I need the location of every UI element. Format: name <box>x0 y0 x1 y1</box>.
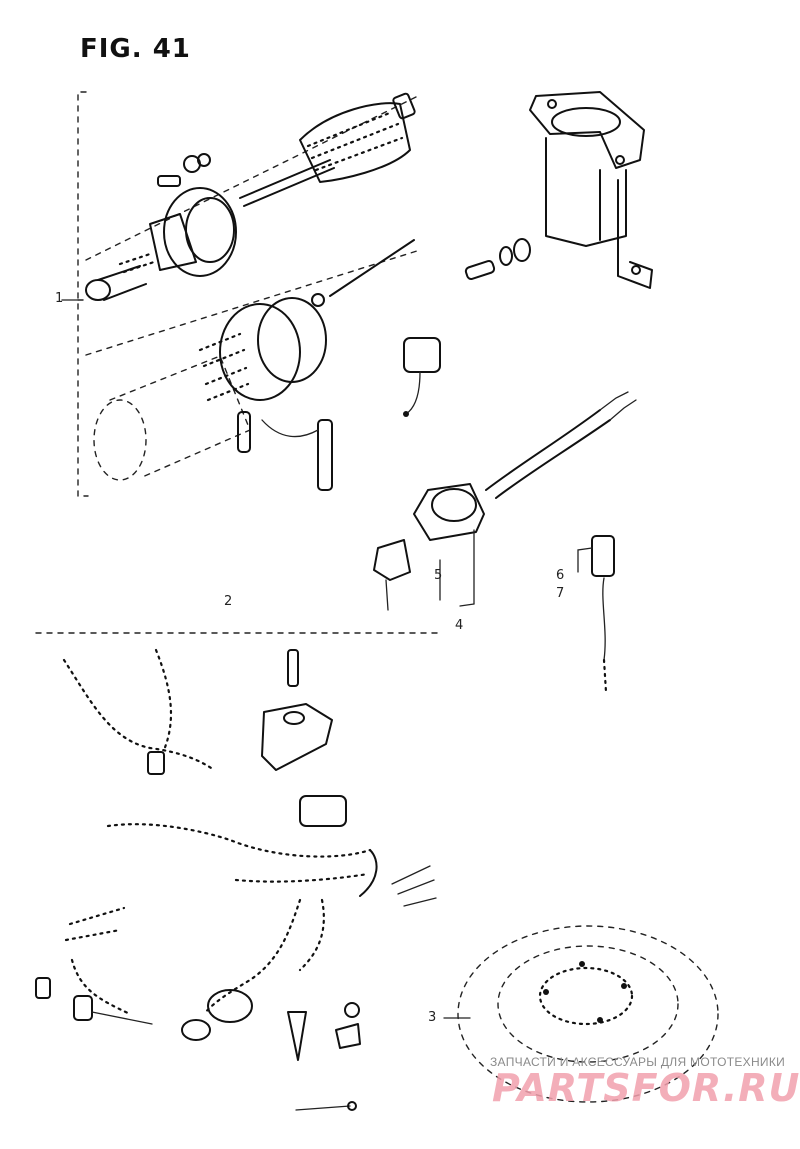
pinion-housing <box>85 187 237 301</box>
figure-title: FIG. 41 <box>80 34 191 64</box>
bracket-bolt <box>464 238 531 280</box>
bolt-washer-small <box>311 293 325 307</box>
callout-5: 5 <box>434 568 443 583</box>
coil-bracket <box>261 649 333 771</box>
starter-bracket <box>529 91 653 289</box>
sensor-switch <box>577 535 615 694</box>
callout-4: 4 <box>455 618 464 633</box>
starter-yoke <box>93 297 333 491</box>
flywheel <box>457 925 719 1103</box>
callout-7: 7 <box>556 586 565 601</box>
callout-3: 3 <box>428 1010 437 1025</box>
callout-leaders <box>61 299 471 1019</box>
through-bolt <box>329 239 415 297</box>
assembly-bracket <box>77 91 421 497</box>
callout-6: 6 <box>556 568 565 583</box>
small-parts <box>287 1002 361 1111</box>
callout-1: 1 <box>55 291 64 306</box>
bolt-washer <box>157 153 211 187</box>
watermark-logo: PARTSFOR.RU <box>492 1066 800 1110</box>
watermark-tagline: ЗАПЧАСТИ И АКСЕССУАРЫ ДЛЯ МОТОТЕХНИКИ <box>490 1055 786 1069</box>
starter-relay <box>373 391 637 611</box>
callout-2: 2 <box>224 594 233 609</box>
small-connector <box>403 337 441 417</box>
wiring-harness-upper <box>62 648 216 775</box>
left-connectors <box>35 906 153 1025</box>
starter-armature <box>239 92 416 207</box>
main-harness <box>106 795 437 1041</box>
